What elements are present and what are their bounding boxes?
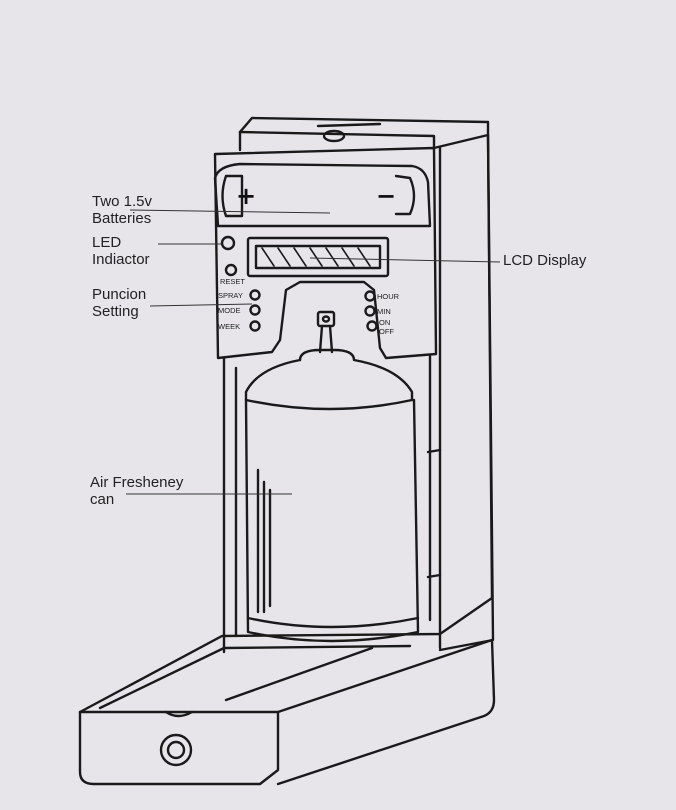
reset-button-label: RESET [220, 277, 245, 286]
top-cap-front [238, 130, 436, 150]
spray-button-label: SPRAY [218, 291, 243, 300]
base-front [78, 710, 280, 786]
hour-button-icon [364, 290, 376, 302]
nozzle-head [316, 310, 336, 328]
batteries-label: Two 1.5v Batteries [92, 193, 152, 227]
off-button-label: OFF [379, 327, 394, 336]
battery-right-cap [394, 174, 416, 216]
function-label-line1: Puncion [92, 286, 147, 303]
led-label-line1: LED [92, 234, 122, 251]
led-label: LED Indiactor [92, 234, 150, 268]
function-label-line2: Setting [92, 303, 139, 320]
lcd-display [246, 236, 390, 278]
batteries-label-line2: Batteries [92, 210, 152, 227]
can-label-line1: Air Fresheney [90, 474, 184, 491]
mode-button-icon [249, 304, 261, 316]
function-label: Puncion Setting [92, 286, 146, 320]
leader-lcd [309, 257, 501, 263]
onoff-button-icon [366, 320, 378, 332]
can-label: Air Fresheney can [90, 474, 183, 508]
base-button-inner [166, 740, 186, 760]
battery-minus-symbol: − [376, 182, 396, 210]
battery-compartment [213, 162, 432, 228]
base-ridge [224, 646, 374, 702]
reset-button-icon [224, 263, 238, 277]
nozzle-stem-left [318, 324, 324, 354]
led-indicator-icon [220, 235, 236, 251]
led-label-line2: Indiactor [92, 251, 150, 268]
can-shoulder-left [244, 358, 302, 402]
base-top [78, 596, 494, 714]
body-right-back-edge [486, 133, 494, 600]
week-button-label: WEEK [218, 322, 240, 331]
nozzle-hole [321, 315, 331, 323]
control-housing [213, 146, 438, 360]
top-slot [316, 122, 382, 128]
on-button-label: ON [379, 318, 390, 327]
mode-button-label: MODE [218, 306, 241, 315]
min-button-icon [364, 305, 376, 317]
battery-left-cap [221, 174, 244, 218]
can-label-line2: can [90, 491, 115, 508]
base-notch [164, 710, 194, 718]
can-top [298, 348, 414, 402]
top-cap [238, 116, 490, 137]
can-top-rim [244, 398, 414, 411]
spray-button-icon [249, 289, 261, 301]
week-button-icon [249, 320, 261, 332]
can-body [244, 398, 420, 643]
leader-function [149, 303, 253, 307]
lcd-screen [254, 244, 382, 270]
can-bottom-rim [246, 616, 420, 629]
leader-batteries [129, 209, 331, 214]
base-inner [98, 644, 412, 710]
nozzle-stem-right [328, 324, 334, 354]
hour-button-label: HOUR [377, 292, 400, 301]
batteries-label-line1: Two 1.5v [92, 193, 153, 210]
base-button-outer [159, 733, 193, 767]
lcd-label: LCD Display [503, 252, 587, 269]
base-right [276, 638, 496, 786]
top-screw-icon [322, 129, 346, 143]
battery-plus-symbol: + [236, 182, 256, 210]
body-right-side [432, 133, 495, 652]
lcd-hatching [261, 247, 371, 267]
min-button-label: MIN [377, 307, 391, 316]
